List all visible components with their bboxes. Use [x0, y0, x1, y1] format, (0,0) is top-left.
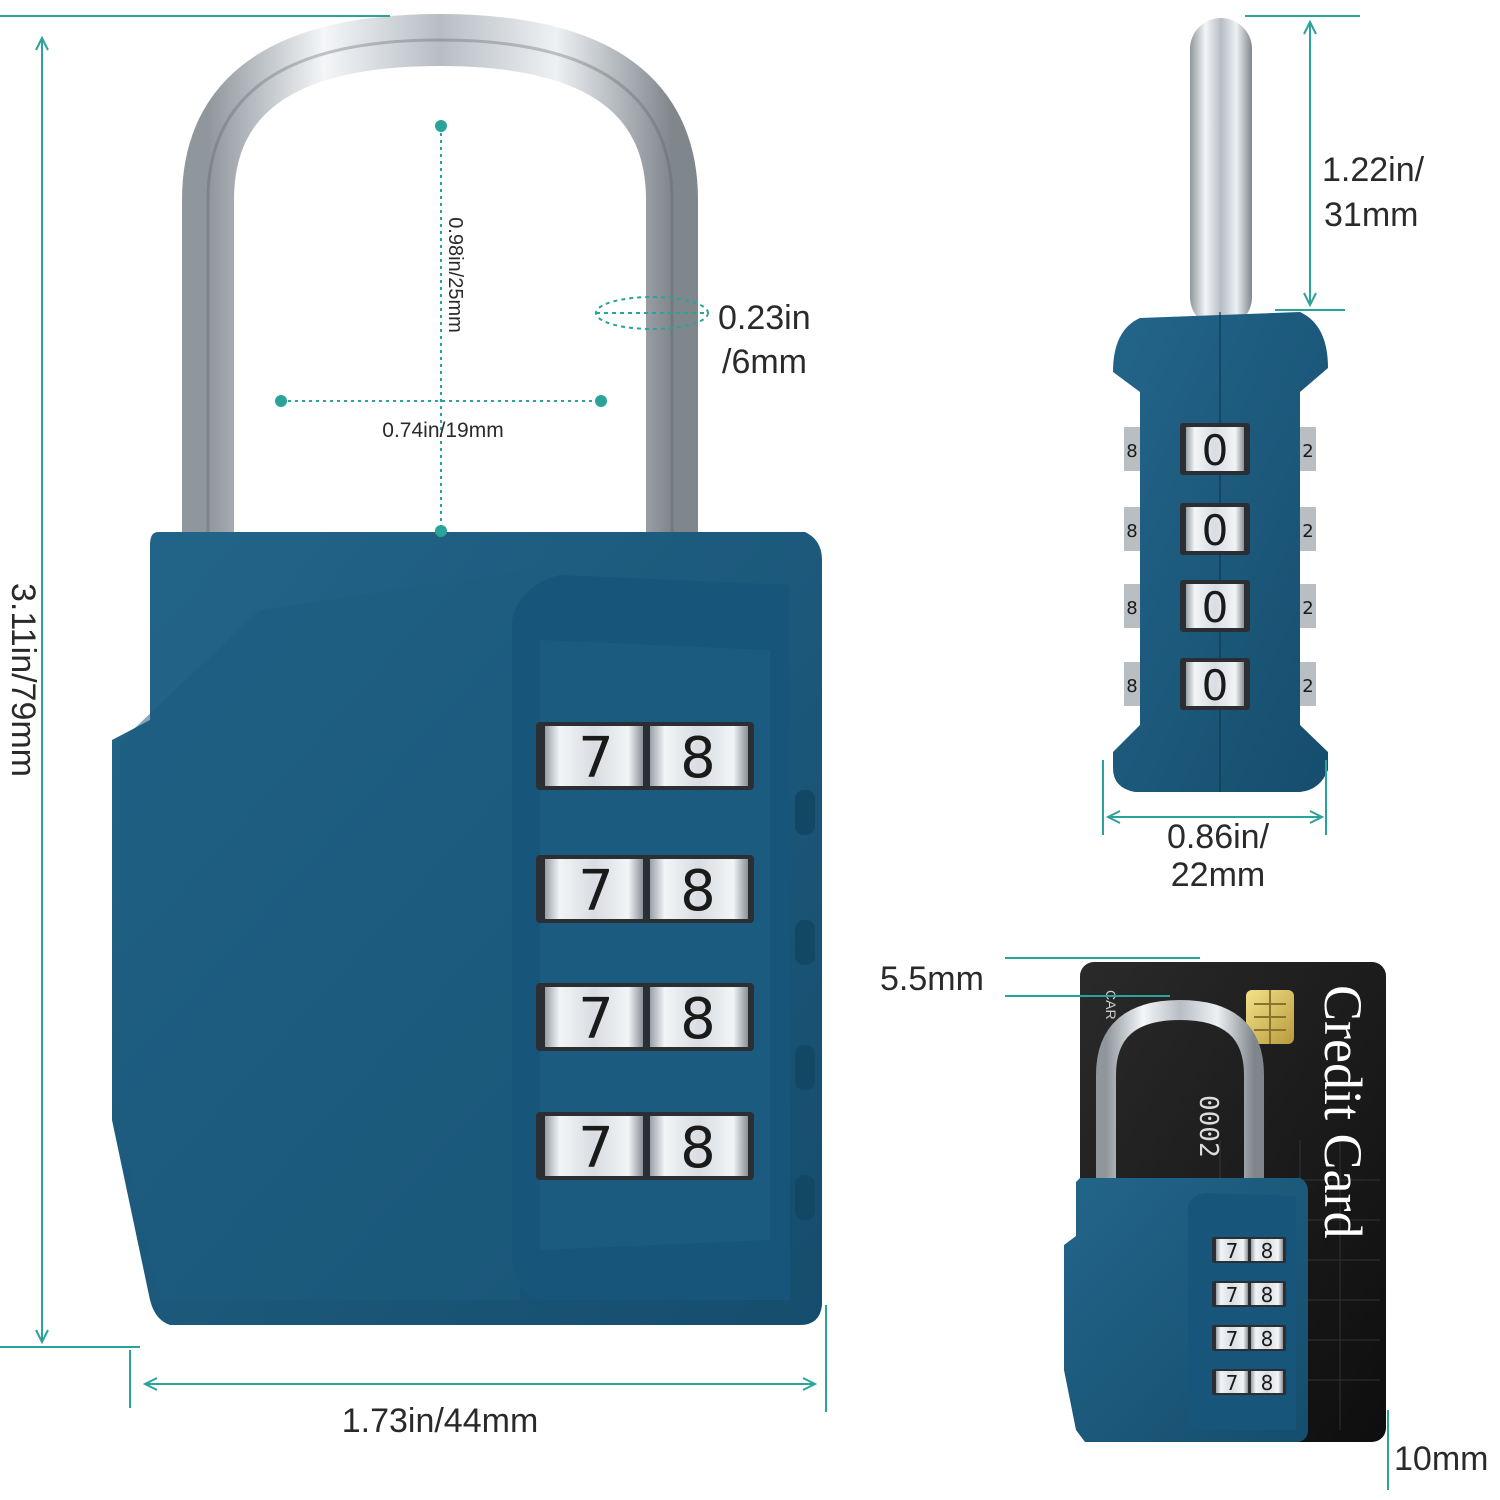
- shackle-diameter-label-2: /6mm: [722, 343, 807, 381]
- side-lock: 0 8 2 0 8 2 0 8 2 0 8 2: [1113, 18, 1328, 792]
- side-edge-digit: 8: [1126, 676, 1137, 697]
- small-dial-right-digit: 8: [1261, 1371, 1274, 1395]
- side-shackle: [1190, 18, 1252, 328]
- side-dial-digit: 0: [1202, 506, 1229, 555]
- side-dial-row[interactable]: 0 8 2: [1124, 580, 1316, 632]
- side-edge-digit: 2: [1302, 441, 1313, 462]
- small-dial-right-digit: 8: [1261, 1283, 1274, 1307]
- small-dial-left-digit: 7: [1226, 1283, 1239, 1307]
- side-edge-digit: 2: [1302, 598, 1313, 619]
- side-edge-digit: 2: [1302, 676, 1313, 697]
- shackle-diameter-label-1: 0.23in: [718, 299, 811, 337]
- card-dimensions: [1005, 957, 1389, 1490]
- card-small-text: CAR: [1103, 990, 1119, 1020]
- main-dial-left-digit: 7: [578, 859, 614, 924]
- card-top-label: 5.5mm: [880, 960, 984, 998]
- main-shackle: [182, 13, 698, 535]
- side-width-label-1: 0.86in/: [1167, 818, 1270, 856]
- side-edge-digit: 2: [1302, 521, 1313, 542]
- main-dimension-dots: [275, 120, 607, 537]
- card-title: Credit Card: [1313, 985, 1373, 1238]
- height-label: 3.11in/79mm: [4, 583, 42, 777]
- main-dial-right-digit: 8: [680, 859, 716, 924]
- small-dial-right-digit: 8: [1261, 1239, 1274, 1263]
- small-dial-right-digit: 8: [1261, 1327, 1274, 1351]
- card-bottom-label: 10mm: [1394, 1440, 1488, 1478]
- side-shackle-height-label-1: 1.22in/: [1322, 151, 1425, 189]
- side-edge-digit: 8: [1126, 598, 1137, 619]
- shackle-inner-width-label: 0.74in/19mm: [382, 419, 503, 442]
- side-dials: 0 8 2 0 8 2 0 8 2 0 8 2: [1124, 423, 1316, 710]
- side-dial-row[interactable]: 0 8 2: [1124, 503, 1316, 555]
- side-dial-digit: 0: [1202, 426, 1229, 475]
- small-shackle: [1096, 999, 1264, 1180]
- small-dial-left-digit: 7: [1226, 1239, 1239, 1263]
- main-dial-right-digit: 8: [680, 987, 716, 1052]
- side-dial-digit: 0: [1202, 583, 1229, 632]
- small-dial-left-digit: 7: [1226, 1327, 1239, 1351]
- main-dial-right-digit: 8: [680, 726, 716, 791]
- side-edge-digit: 8: [1126, 521, 1137, 542]
- main-lock-knurls: [795, 790, 815, 1220]
- side-shackle-height-label-2: 31mm: [1324, 196, 1418, 234]
- side-lock-dimensions: [1102, 15, 1360, 835]
- shackle-inner-height-label: 0.98in/25mm: [444, 217, 466, 333]
- main-dial-right-digit: 8: [680, 1116, 716, 1181]
- side-edge-digit: 8: [1126, 441, 1137, 462]
- main-lock-dimensions: [0, 15, 827, 1412]
- side-dial-row[interactable]: 0 8 2: [1124, 658, 1316, 710]
- main-dial-left-digit: 7: [578, 1116, 614, 1181]
- card-number: 0002: [1193, 1095, 1223, 1158]
- main-dial-left-digit: 7: [578, 987, 614, 1052]
- main-dial-left-digit: 7: [578, 726, 614, 791]
- side-dial-digit: 0: [1202, 661, 1229, 710]
- side-dial-row[interactable]: 0 8 2: [1124, 423, 1316, 475]
- side-width-label-2: 22mm: [1171, 856, 1265, 894]
- small-dial-left-digit: 7: [1226, 1371, 1239, 1395]
- width-label: 1.73in/44mm: [342, 1402, 539, 1440]
